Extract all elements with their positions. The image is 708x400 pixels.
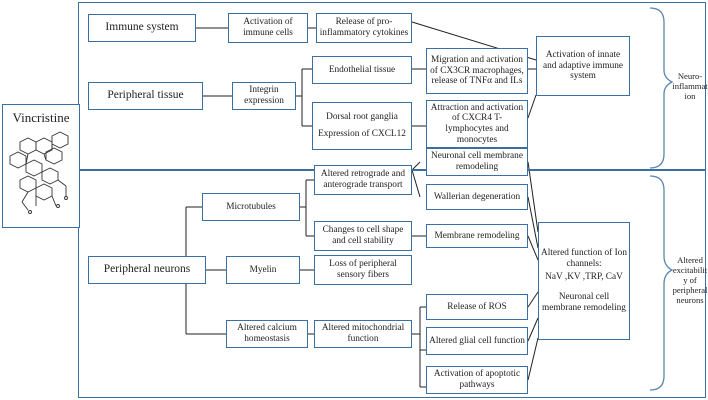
ion-channels-box: Altered function of Ion channels: NaV ,K…	[538, 222, 630, 340]
neuronal-membrane-remodeling-box: Neuronal cell membrane remodeling	[426, 148, 528, 176]
integrin-expression-box: Integrin expression	[232, 82, 296, 110]
loss-sensory-fibers-box: Loss of peripheral sensory fibers	[314, 255, 412, 285]
mitochondrial-function-box: Altered mitochondrial function	[314, 320, 412, 348]
migration-cx3cr-box: Migration and activation of CX3CR macrop…	[426, 48, 528, 94]
innate-adaptive-immune-box: Activation of innate and adaptive immune…	[536, 36, 630, 96]
brace-bottom	[649, 175, 674, 391]
attraction-cxcr4-box: Attraction and activation of CXCR4 T-lym…	[426, 100, 528, 148]
vincristine-box: Vincristine	[2, 104, 80, 228]
brace-top	[649, 7, 674, 169]
drug-title: Vincristine	[12, 110, 70, 125]
myelin-box: Myelin	[226, 256, 300, 284]
activation-immune-cells-box: Activation of immune cells	[228, 13, 308, 43]
apoptotic-pathways-box: Activation of apoptotic pathways	[426, 366, 528, 394]
immune-system-box: Immune system	[88, 14, 196, 42]
ion-channels-line3: Neuronal cell membrane remodeling	[542, 292, 626, 314]
ion-channels-list: NaV ,KV ,TRP, CaV	[545, 271, 623, 282]
dorsal-root-ganglia-box: Dorsal root ganglia Expression of CXCL12	[312, 102, 412, 150]
altered-excitability-label: Altered excitability of peripheral neuro…	[672, 255, 708, 305]
endothelial-tissue-box: Endothelial tissue	[312, 56, 412, 84]
release-cytokines-box: Release of pro-inflammatory cytokines	[316, 13, 412, 43]
drg-line2: Expression of CXCL12	[318, 129, 406, 139]
microtubules-box: Microtubules	[202, 193, 300, 221]
peripheral-tissue-box: Peripheral tissue	[88, 82, 203, 110]
cell-shape-stability-box: Changes to cell shape and cell stability	[314, 221, 412, 251]
calcium-homeostasis-box: Altered calcium homeostasis	[226, 320, 308, 348]
drg-line1: Dorsal root ganglia	[326, 112, 398, 123]
glial-cell-function-box: Altered glial cell function	[426, 327, 528, 355]
wallerian-degeneration-box: Wallerian degeneration	[426, 184, 528, 210]
neuro-inflammation-label: Neuro-inflammation	[672, 71, 708, 101]
membrane-remodeling-box: Membrane remodeling	[426, 224, 528, 248]
release-ros-box: Release of ROS	[426, 294, 528, 320]
transport-box: Altered retrograde and anterograde trans…	[314, 165, 412, 195]
peripheral-neurons-box: Peripheral neurons	[88, 256, 206, 284]
vincristine-structure-image	[9, 131, 69, 214]
ion-channels-line1: Altered function of Ion channels:	[541, 248, 627, 269]
